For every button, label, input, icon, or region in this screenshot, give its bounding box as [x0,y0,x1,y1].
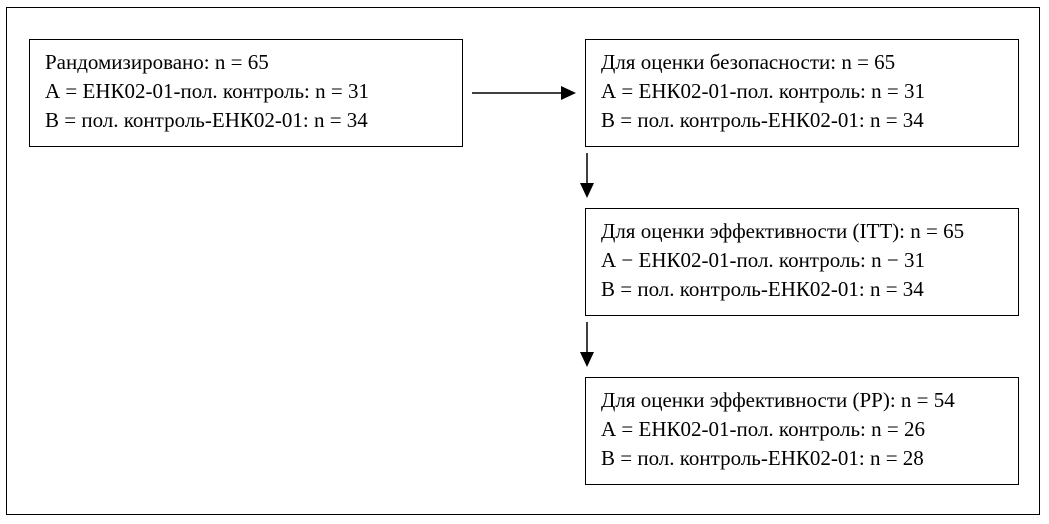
safety-total: Для оценки безопасности: n = 65 [601,50,896,74]
safety-box: Для оценки безопасности: n = 65 А = ЕНК0… [585,39,1019,147]
randomized-total: Рандомизировано: n = 65 [45,50,269,74]
diagram-frame [6,7,1040,515]
safety-group-b: В = пол. контроль-ЕНК02-01: n = 34 [601,108,924,132]
pp-box: Для оценки эффективности (PP): n = 54 А … [585,377,1019,485]
pp-group-b: В = пол. контроль-ЕНК02-01: n = 28 [601,446,924,470]
randomized-group-a: А = ЕНК02-01-пол. контроль: n = 31 [45,79,369,103]
randomized-group-b: В = пол. контроль-ЕНК02-01: n = 34 [45,108,368,132]
pp-group-a: А = ЕНК02-01-пол. контроль: n = 26 [601,417,925,441]
itt-box: Для оценки эффективности (ITT): n = 65 А… [585,208,1019,316]
randomized-box: Рандомизировано: n = 65 А = ЕНК02-01-пол… [29,39,463,147]
pp-total: Для оценки эффективности (PP): n = 54 [601,388,955,412]
itt-group-a: А − ЕНК02-01-пол. контроль: n − 31 [601,248,925,272]
safety-group-a: А = ЕНК02-01-пол. контроль: n = 31 [601,79,925,103]
itt-group-b: В = пол. контроль-ЕНК02-01: n = 34 [601,277,924,301]
itt-total: Для оценки эффективности (ITT): n = 65 [601,219,965,243]
